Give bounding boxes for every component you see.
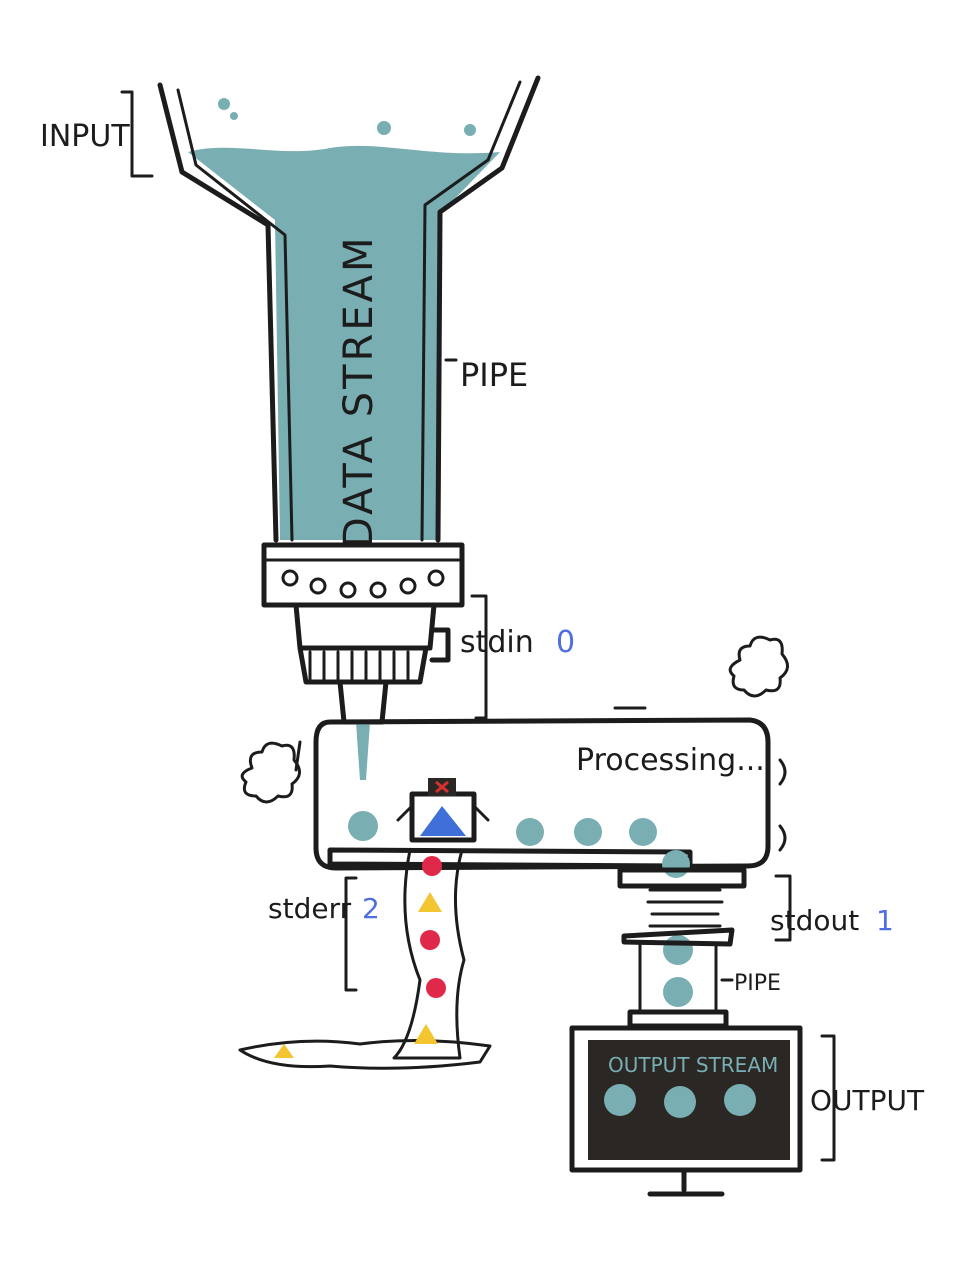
output-label: OUTPUT [810, 1084, 925, 1117]
stdout-fd-number: 1 [876, 904, 894, 937]
data-stream-label: DATA STREAM [336, 234, 382, 548]
pipe-top-label: PIPE [460, 356, 528, 394]
conveyor-rail [330, 850, 690, 866]
stdout-label: stdout [770, 904, 859, 937]
stdin-nozzle [296, 605, 448, 780]
stdin-label: stdin [460, 625, 534, 660]
pipe-clamp-ring [264, 545, 462, 605]
pipe-bottom-label: PIPE [734, 971, 781, 996]
stderr-fd-number: 2 [362, 892, 380, 925]
program-window [398, 778, 488, 840]
input-label: INPUT [40, 119, 130, 154]
stderr-ribbon [240, 850, 490, 1068]
error-icon [420, 856, 446, 998]
output-stream-label: OUTPUT STREAM [608, 1053, 778, 1077]
stdin-fd-number: 0 [556, 625, 575, 660]
stderr-label: stderr [268, 892, 352, 925]
processing-label: Processing... [576, 743, 765, 778]
processing-box [296, 708, 785, 868]
